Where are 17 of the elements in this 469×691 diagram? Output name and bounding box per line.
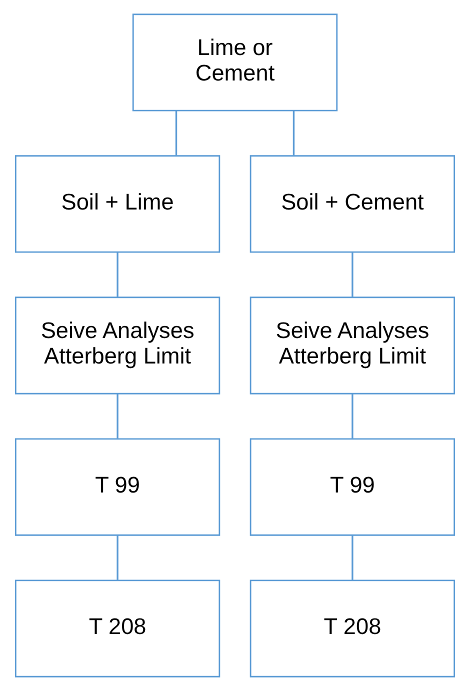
connector [116,535,118,580]
connector [116,394,118,438]
node-box: T 208 [249,580,455,678]
node-box: Soil + Cement [249,155,455,253]
connector [174,110,177,156]
connector [351,252,353,297]
connector [292,110,294,156]
node-box: T 208 [14,580,220,678]
node-box: Seive Analyses Atterberg Limit [14,296,220,394]
node-box: T 99 [14,438,220,536]
connector [351,535,353,580]
connector [116,252,118,297]
node-box: Soil + Lime [14,155,220,253]
node-box: T 99 [249,438,455,536]
node-box: Seive Analyses Atterberg Limit [249,296,455,394]
connector [351,394,353,438]
node-box: Lime or Cement [132,14,338,112]
